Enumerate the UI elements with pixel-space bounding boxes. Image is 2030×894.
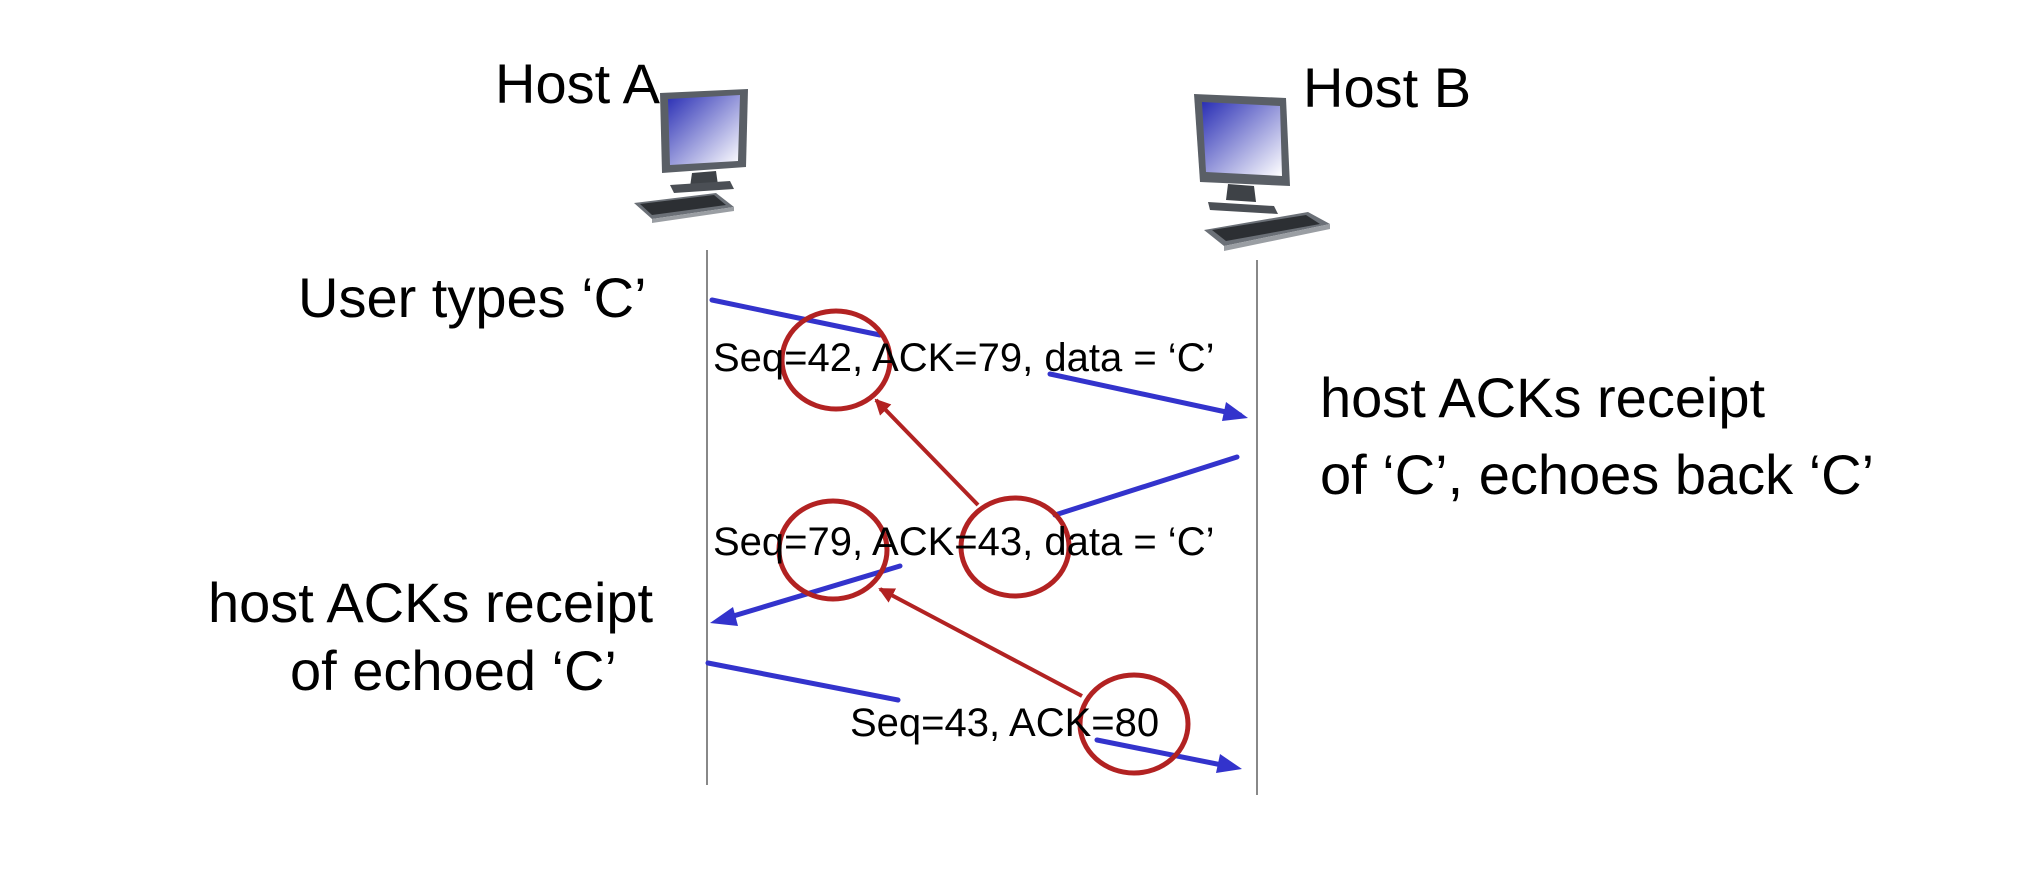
relation-arrow-ack80-to-seq79	[878, 587, 1083, 698]
event-host-a-line1: host ACKs receipt	[208, 571, 654, 634]
relation-arrow-ack43-to-seq42	[874, 398, 980, 507]
event-host-b-line1: host ACKs receipt	[1320, 366, 1766, 429]
segment-1-arrowhead	[1222, 402, 1248, 421]
segment-2-arrowhead	[710, 607, 738, 626]
highlight-ack-43	[958, 495, 1072, 599]
segment-1-arrow	[709, 297, 1243, 418]
highlight-seq-42	[779, 308, 893, 412]
message-1-label: Seq=42, ACK=79, data = ‘C’	[713, 336, 1215, 380]
highlight-seq-79	[776, 498, 890, 602]
message-2-label: Seq=79, ACK=43, data = ‘C’	[713, 520, 1215, 564]
host-a-computer-icon	[634, 89, 748, 223]
segment-3-arrow	[705, 660, 1235, 770]
event-host-a-line2: of echoed ‘C’	[290, 639, 617, 702]
highlight-ack-80	[1077, 672, 1191, 776]
host-b-computer-icon	[1194, 94, 1330, 251]
host-a-label: Host A	[495, 52, 660, 115]
host-b-label: Host B	[1303, 56, 1472, 119]
event-host-b-line2: of ‘C’, echoes back ‘C’	[1320, 443, 1875, 506]
segment-3-arrowhead	[1216, 754, 1242, 773]
event-user-types: User types ‘C’	[298, 266, 647, 329]
message-3-label: Seq=43, ACK=80	[850, 701, 1160, 745]
